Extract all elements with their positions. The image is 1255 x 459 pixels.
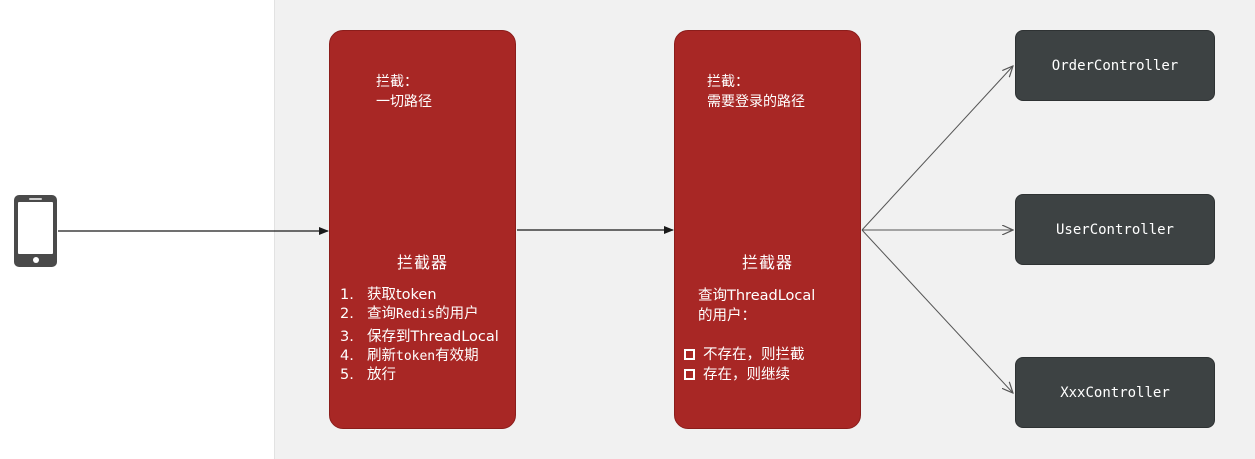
arrow-to-order-controller [861,66,1013,231]
interceptor2-title: 拦截器 [741,253,793,272]
checkbox-icon [684,349,695,360]
step-item: 2. 查询Redis的用户 [340,305,499,324]
interceptor2-query-text: 查询ThreadLocal 的用户： [698,286,815,326]
step-number: 2. [340,306,354,322]
step-number: 4. [340,348,354,364]
step-item: 4. 刷新token有效期 [340,347,499,366]
phone-speaker [29,198,42,200]
step-item: 1. 获取token [340,286,499,305]
interceptor1-title: 拦截器 [396,253,448,272]
xxx-controller-box: XxxController [1015,357,1215,428]
user-controller-box: UserController [1015,194,1215,265]
interceptor1-scope-note: 拦截： 一切路径 [376,72,432,112]
interceptor2-scope-note: 拦截： 需要登录的路径 [707,72,805,112]
interceptor-box-all-paths: 拦截： 一切路径 拦截器 1. 获取token 2. 查询Redis的用户 3. 保存… [329,30,516,429]
interceptor1-steps: 1.获取token 2.查询Redis的用户 3.保存到ThreadLocal … [340,286,499,385]
interceptor-box-login-paths: 拦截： 需要登录的路径 拦截器 查询ThreadLocal 的用户： 不存在，则… [674,30,861,429]
step-text-code: token [396,349,436,364]
controller-label: UserController [1055,221,1174,238]
query-line: 的用户： [698,308,756,324]
interceptor2-conditions: 不存在，则拦截 存在，则继续 [684,345,805,385]
checkbox-icon [684,369,695,380]
controller-label: XxxController [1060,384,1170,401]
order-controller-box: OrderController [1015,30,1215,101]
step-text: 获取token [367,287,437,303]
phone-screen [18,202,53,254]
step-text-code: Redis [396,307,436,322]
step-item: 5. 放行 [340,366,499,385]
step-text: 保存到ThreadLocal [367,329,499,345]
condition-item: 存在，则继续 [684,365,805,385]
smartphone-icon [14,195,57,267]
step-text: 放行 [367,367,396,383]
condition-item: 不存在，则拦截 [684,345,805,365]
step-text: 的用户 [435,306,479,322]
step-text: 查询 [367,306,396,322]
step-number: 5. [340,367,354,383]
interceptor1-note-line: 一切路径 [376,94,432,110]
arrow-to-xxx-controller [861,229,1013,393]
controller-label: OrderController [1051,57,1179,74]
query-line: 查询ThreadLocal [698,288,816,304]
step-number: 3. [340,329,354,345]
interceptor2-note-line: 需要登录的路径 [707,94,805,110]
condition-text: 不存在，则拦截 [703,347,805,363]
condition-text: 存在，则继续 [703,367,790,383]
step-number: 1. [340,287,354,303]
step-text: 有效期 [435,348,479,364]
step-item: 3. 保存到ThreadLocal [340,328,499,347]
interceptor2-note-line: 拦截： [707,74,749,90]
step-text: 刷新 [367,348,396,364]
phone-home-button [33,257,39,263]
interceptor1-note-line: 拦截： [376,74,418,90]
